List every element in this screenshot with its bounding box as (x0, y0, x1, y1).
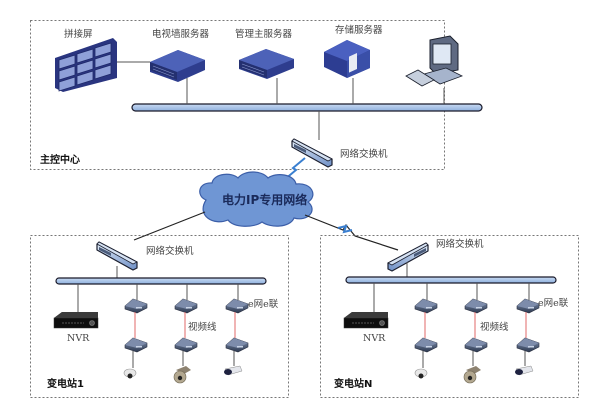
bullet-camera-icon (224, 365, 243, 376)
substation-n-switch-label: 网络交换机 (436, 238, 484, 250)
substation-n-switch-icon (387, 242, 429, 272)
substation-n-nvr-label: NVR (363, 333, 386, 344)
cloud-link-sub1 (133, 211, 206, 241)
substation-n-transceiver-3b (516, 337, 540, 353)
substation-n-eweb-label: e网e联 (538, 298, 569, 309)
main-center-label: 主控中心 (40, 153, 80, 166)
substation-n-transceiver-1a (414, 298, 438, 314)
substation-1-switch-icon (96, 241, 138, 271)
mgmt-server-icon (239, 49, 294, 79)
storage-server-icon (324, 40, 370, 78)
video-wall-icon (55, 38, 117, 92)
cloud-icon (199, 171, 314, 227)
substation-1-eweb-label: e网e联 (248, 299, 279, 310)
wireless-link-subN (337, 224, 353, 234)
video-wall-label: 拼接屏 (64, 28, 93, 40)
substation-n-video-line-label: 视频线 (480, 321, 509, 333)
substation-1-video-line-label: 视频线 (188, 321, 217, 333)
mgmt-server-label: 管理主服务器 (235, 28, 293, 40)
substation-1-nvr-label: NVR (67, 333, 90, 344)
substation-1-transceiver-1b (124, 337, 148, 353)
substation-1-bus (55, 277, 267, 285)
wireless-link-main (283, 157, 306, 181)
substation-n-frame (320, 235, 579, 398)
tv-wall-server-label: 电视墙服务器 (152, 28, 210, 40)
storage-server-label: 存储服务器 (335, 24, 383, 36)
substation-1-transceiver-1a (124, 298, 148, 314)
main-bus (131, 103, 483, 112)
dome-camera-icon (123, 368, 137, 379)
substation-n: 变电站N 网络交换机 NVR 视频线 (320, 235, 579, 398)
substation-1-label: 变电站1 (47, 377, 84, 390)
substation-1-transceiver-3a (225, 298, 249, 314)
substation-n-transceiver-2b (464, 337, 488, 353)
ptz-camera-icon (173, 366, 191, 384)
substation-n-label: 变电站N (334, 377, 372, 390)
substation-1-transceiver-3b (225, 337, 249, 353)
tv-wall-server-icon (150, 50, 205, 82)
main-switch-label: 网络交换机 (340, 148, 388, 160)
substation-1-frame (30, 235, 289, 398)
substation-n-transceiver-2a (464, 298, 488, 314)
substation-1-switch-label: 网络交换机 (146, 245, 194, 257)
substation-n-transceiver-1b (414, 337, 438, 353)
workstation-icon (405, 35, 464, 87)
main-center-frame (30, 20, 445, 170)
substation-n-transceiver-3a (516, 298, 540, 314)
substation-n-bus (345, 276, 557, 284)
substation-1-transceiver-2b (174, 337, 198, 353)
substation-n-nvr-icon (343, 311, 389, 329)
cloud-link-subN (304, 214, 399, 251)
ptz-camera-icon (463, 366, 481, 384)
substation-1-nvr-icon (53, 311, 99, 329)
cloud-label: 电力IP专用网络 (222, 192, 307, 207)
bullet-camera-icon (515, 365, 534, 376)
substation-1: 变电站1 网络交换机 NVR 视频线 (30, 235, 289, 398)
substation-1-transceiver-2a (174, 298, 198, 314)
dome-camera-icon (414, 368, 428, 379)
